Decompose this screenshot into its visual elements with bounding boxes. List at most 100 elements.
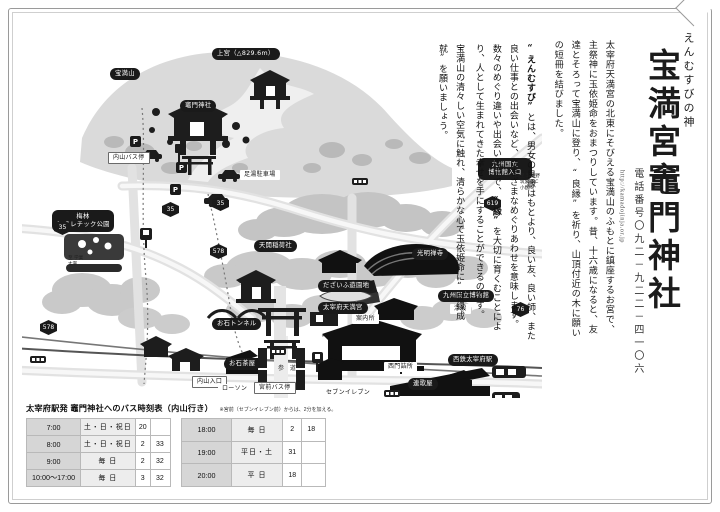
main-torii-icon	[258, 308, 306, 336]
telephone: 電話番号〇九二－九二二－四一〇六	[631, 168, 643, 376]
timetable-minute-cell	[149, 418, 172, 436]
map-label-komyozenji: 光明禅寺	[412, 248, 449, 261]
train-icon	[492, 366, 526, 378]
map-label-sando: 参 道	[278, 365, 298, 372]
map-label-oishi-chaya: お石茶屋	[224, 358, 261, 371]
timetable-minute-cell: 31	[282, 440, 303, 465]
timetable-minute-cell: 33	[149, 435, 172, 453]
komyozenji-icon	[318, 250, 362, 273]
map-label-yuenchi: だざいふ遊園地	[318, 280, 375, 293]
parking-marker-1: P	[130, 136, 141, 147]
description-col-1: “えんむすび”とは、男女の良縁はもとより、良い友、良い師、また良い仕事との出会い…	[473, 44, 535, 341]
timetable-hour-cell: 18:00	[181, 418, 232, 442]
description-col-0: 太宰府天満宮の北東にそびえる宝満山のふもとに鎮座するお宮で、主祭神に玉依姫命をお…	[552, 40, 615, 338]
map-label-ashiyu-parking: 足湯駐車場	[240, 170, 280, 180]
timetable-minute-cell: 32	[149, 469, 172, 487]
route-badge-35c: 35	[54, 220, 71, 235]
timetable-minute-cell: 32	[149, 452, 172, 470]
map-label-seimon: 西門詰所	[384, 362, 418, 372]
timetable-days-cell: 平日・土	[230, 440, 284, 465]
map-label-jogu: 上宮（△829.6m）	[212, 48, 280, 61]
map-label-oishi-tunnel: お石トンネル	[212, 318, 262, 331]
bus-icon	[492, 392, 520, 398]
timetable-minute-cell	[301, 440, 326, 465]
timetable-minute-cell	[301, 463, 326, 487]
bus-timetable: 太宰府駅発 竈門神社へのバス時刻表（内山行き） ※宮前（セブンイレブン前）からは…	[25, 402, 336, 487]
tenkai-inari-icon	[236, 270, 276, 303]
map-label-seven-eleven: セブンイレブン	[322, 388, 375, 398]
description-col-2: 宝満山の清々しい空気に触れ、清らかな心で玉依姫命に“良縁成就”を願いましょう。	[437, 44, 465, 321]
timetable-note: ※宮前（セブンイレブン前）からは、2分を加える。	[219, 407, 337, 413]
map-label-uchiyama-bus: 内山バス停	[108, 152, 150, 164]
route-badge-578: 578	[210, 244, 227, 259]
outer-frame	[8, 8, 712, 504]
map-label-kyuhaku-entrance: 九州国立博物館入口	[478, 158, 532, 180]
map-label-tenmangu: 太宰府天満宮	[318, 302, 368, 315]
map-label-tenkai-inari: 天開稲荷社	[254, 240, 297, 253]
timetable-minute-cell: 18	[301, 418, 326, 442]
telephone-number: 〇九二－九二二－四一〇六	[631, 220, 643, 376]
timetable-days-cell: 毎 日	[80, 469, 136, 487]
inner-frame	[12, 12, 708, 500]
timetable-days-cell: 土・日・祝日	[80, 435, 136, 453]
crosswalk-icons	[30, 178, 400, 397]
info-center-icon	[310, 312, 338, 326]
route-badge-76: 76	[512, 302, 529, 317]
title-block: えんむすびの神 宝満宮竈門神社 電話番号〇九二－九二二－四一〇六 http://…	[504, 18, 695, 400]
route-badge-35b: 35	[212, 196, 229, 211]
map-label-kyushu-museum: 九州国立博物館	[438, 290, 495, 303]
timetable-minute-cell: 2	[134, 435, 151, 453]
teahouse-icons	[140, 336, 204, 371]
map-label-hozanzan: 宝満山	[110, 68, 140, 81]
map-label-kamado-jinja: 竈門神社	[180, 100, 217, 113]
ukidono-icon	[374, 298, 418, 320]
timetable-days-cell: 土・日・祝日	[80, 418, 136, 436]
map-label-ukidono: 浮殿	[450, 304, 471, 314]
route-badge-35: 35	[162, 202, 179, 217]
timetable-minute-cell: 18	[282, 463, 303, 487]
map-label-lawson: ローソン	[218, 384, 252, 394]
map-label-rengaya: 連歌屋	[408, 378, 438, 391]
timetable-minute-cell: 2	[282, 418, 303, 442]
plum-blossom-icons	[149, 108, 250, 148]
tourist-map[interactable]: 宝満山 上宮（△829.6m） 竈門神社 内山バス停 足湯駐車場 九州国立博物館…	[22, 18, 542, 398]
seveneleven-icon	[318, 358, 344, 380]
map-label-annaisho: 案内所	[352, 314, 379, 324]
timetable-minute-cell: 3	[134, 469, 151, 487]
timetable-days-cell: 毎 日	[230, 418, 284, 442]
timetable-days-cell: 平 日	[230, 463, 284, 487]
parking-marker-2: P	[176, 162, 187, 173]
website-url[interactable]: http://kamadojinja.or.jp	[618, 170, 626, 244]
timetable-hour-cell: 8:00	[25, 435, 82, 453]
bank-icon	[432, 370, 472, 396]
timetable-hour-cell: 20:00	[181, 463, 232, 487]
timetable-hour-cell: 10:00〜17:00	[25, 469, 82, 487]
timetable-days-cell: 毎 日	[80, 452, 136, 470]
timetable-hour-cell: 7:00	[25, 418, 82, 436]
timetable-hour-cell: 9:00	[25, 452, 82, 470]
telephone-label: 電話番号	[631, 168, 643, 220]
map-label-nishitetsu-station: 西鉄太宰府駅	[448, 354, 498, 367]
description-block: “えんむすび”とは、男女の良縁はもとより、良い友、良い師、また良い仕事との出会い…	[300, 22, 538, 342]
route-badge-619: 619	[484, 196, 501, 211]
timetable-minute-cell: 20	[134, 418, 151, 436]
flyer-subtitle: えんむすびの神	[682, 32, 695, 130]
map-label-miyamae-bus: 宮前バス停	[254, 382, 296, 394]
direction-note-gakugyo: 至 学業太宰	[68, 256, 84, 268]
parking-marker-3: P	[170, 184, 181, 195]
upper-shrine-icon	[250, 70, 290, 109]
shrine-name: 宝満宮竈門神社	[642, 48, 682, 314]
torii-icon	[182, 156, 216, 175]
athletic-park-icon	[64, 234, 124, 272]
